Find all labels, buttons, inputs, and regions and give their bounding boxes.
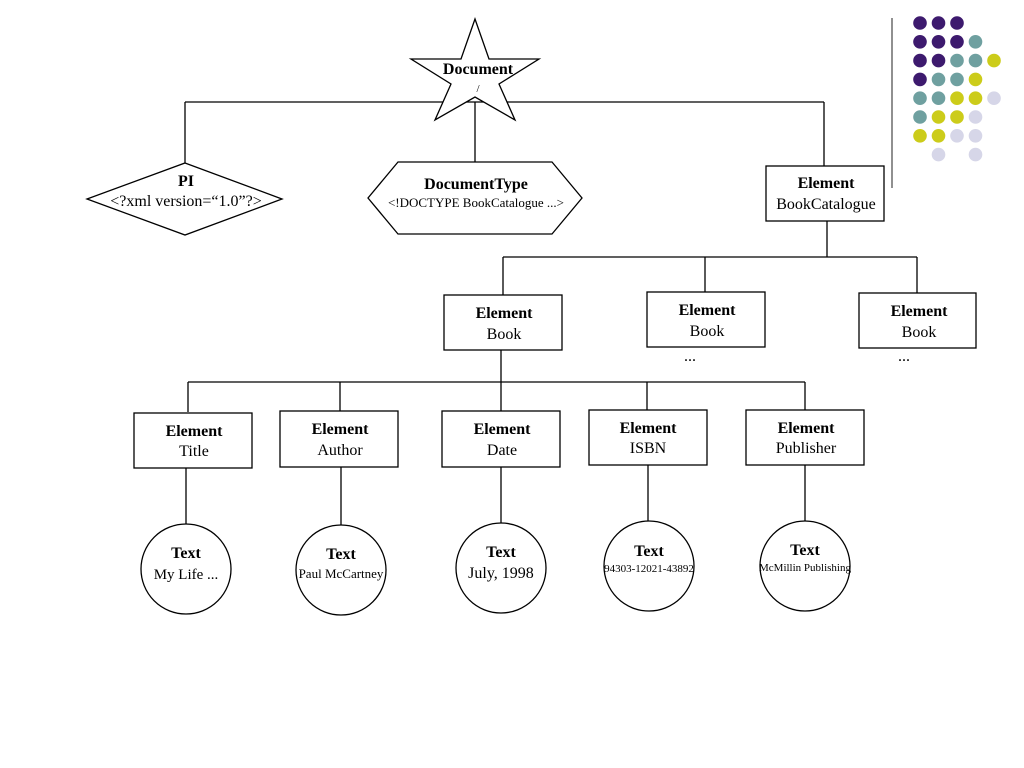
decorative-dot — [950, 35, 964, 49]
text-title: Text — [486, 544, 516, 561]
field-value: Title — [179, 443, 209, 460]
field-value: ISBN — [630, 440, 667, 457]
field-node-author: Element Author — [279, 410, 399, 468]
field-title: Element — [620, 420, 678, 437]
field-title: Element — [312, 421, 370, 438]
decorative-dot — [913, 110, 927, 124]
decorative-dot — [968, 35, 983, 49]
book-value: Book — [690, 323, 725, 340]
text-node: Text Paul McCartney — [295, 524, 387, 616]
decorative-dot — [950, 16, 964, 30]
field-value: Publisher — [776, 440, 837, 457]
doctype-title: DocumentType — [424, 176, 528, 193]
field-value: Date — [487, 442, 517, 459]
decorative-dot — [931, 91, 946, 105]
decorative-dot — [950, 91, 964, 105]
document-title: Document — [443, 61, 514, 78]
decorative-dot — [913, 35, 927, 49]
text-title: Text — [790, 542, 820, 559]
decorative-dot — [968, 147, 983, 162]
decorative-dot — [950, 72, 964, 87]
text-value: McMillin Publishing — [759, 562, 851, 574]
field-node-publisher: Element Publisher — [745, 409, 865, 466]
field-node-isbn: Element ISBN — [588, 409, 708, 466]
catalogue-title: Element — [798, 175, 856, 192]
decorative-dot — [968, 72, 983, 87]
decorative-dot — [931, 147, 946, 162]
decorative-dot — [968, 129, 983, 143]
catalogue-node: Element BookCatalogue — [765, 165, 885, 222]
pi-value: <?xml version=“1.0”?> — [110, 193, 261, 210]
book-title: Element — [679, 302, 737, 319]
catalogue-value: BookCatalogue — [776, 196, 876, 213]
decorative-dot — [931, 35, 946, 49]
decorative-dot — [913, 53, 927, 68]
star-shape — [408, 17, 542, 122]
text-value: Paul McCartney — [299, 566, 384, 581]
decorative-dot — [913, 129, 927, 143]
decorative-dot — [968, 110, 983, 124]
text-value: 94303-12021-43892 — [604, 563, 694, 575]
field-node-title: Element Title — [133, 412, 253, 469]
text-value: My Life ... — [154, 567, 219, 583]
decorative-dot — [987, 53, 1001, 68]
decorative-dot — [931, 110, 946, 124]
text-node: Text My Life ... — [140, 523, 232, 615]
book-node: Element Book ... — [858, 292, 977, 365]
doctype-node: DocumentType <!DOCTYPE BookCatalogue ...… — [367, 161, 583, 235]
doctype-value: <!DOCTYPE BookCatalogue ...> — [388, 195, 564, 210]
book-value: Book — [487, 326, 522, 343]
book-title: Element — [476, 305, 534, 322]
text-value: July, 1998 — [468, 565, 534, 582]
decorative-dot — [968, 91, 983, 105]
document-subtitle: / — [476, 83, 480, 95]
book-ellipsis: ... — [684, 348, 696, 365]
book-node: Element Book ... — [646, 291, 766, 365]
decorative-dot — [931, 129, 946, 143]
field-title: Element — [474, 421, 532, 438]
book-node: Element Book — [443, 294, 563, 351]
text-node: Text 94303-12021-43892 — [603, 520, 695, 612]
field-node-date: Element Date — [441, 410, 561, 468]
field-title: Element — [778, 420, 836, 437]
field-title: Element — [166, 423, 224, 440]
decorative-dot — [987, 91, 1001, 105]
decorative-dot — [913, 16, 927, 30]
decorative-dot-grid — [913, 16, 1001, 162]
book-value: Book — [902, 324, 937, 341]
decorative-dot — [950, 129, 964, 143]
text-title: Text — [634, 543, 664, 560]
decorative-dot — [913, 91, 927, 105]
decorative-dot — [913, 72, 927, 87]
text-node: Text McMillin Publishing — [759, 520, 851, 612]
decorative-dot — [968, 53, 983, 68]
text-title: Text — [171, 545, 201, 562]
pi-title: PI — [178, 173, 194, 190]
decorative-dot — [950, 110, 964, 124]
document-node: Document / — [408, 17, 542, 122]
text-title: Text — [326, 546, 356, 563]
field-value: Author — [317, 442, 363, 459]
decorative-dot — [950, 53, 964, 68]
pi-node: PI <?xml version=“1.0”?> — [85, 162, 284, 236]
text-node: Text July, 1998 — [455, 522, 547, 614]
book-ellipsis: ... — [898, 348, 910, 365]
tree-connectors — [184, 101, 918, 527]
decorative-dot — [931, 53, 946, 68]
decorative-dot — [931, 16, 946, 30]
decorative-dot — [931, 72, 946, 87]
book-title: Element — [891, 303, 949, 320]
